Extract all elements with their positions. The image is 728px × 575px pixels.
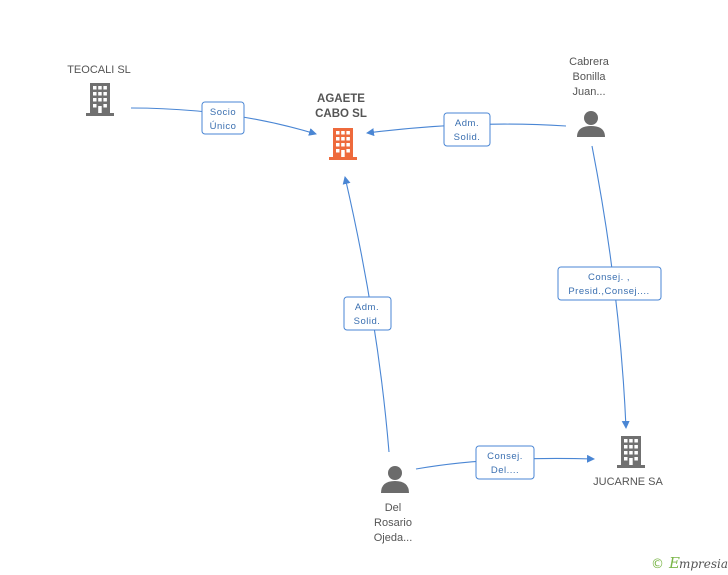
building-icon <box>86 83 114 116</box>
edge-label-cabrera-agaete[interactable]: Adm. Solid. <box>443 112 491 147</box>
node-label: JUCARNE SA <box>593 476 663 488</box>
node-label: Rosario <box>374 517 412 529</box>
building-icon <box>329 128 357 160</box>
node-label: Ojeda... <box>374 532 413 544</box>
edge-label-line: Adm. <box>355 302 379 313</box>
person-icon <box>381 466 409 493</box>
edge-label-line: Del.... <box>491 465 519 476</box>
building-icon <box>617 436 645 468</box>
edge-label-cabrera-jucarne[interactable]: Consej. , Presid.,Consej.... <box>557 266 662 301</box>
person-icon <box>577 111 605 137</box>
node-label: Juan... <box>572 86 605 98</box>
node-label: Bonilla <box>572 71 606 83</box>
brand-name: mpresia <box>679 557 728 571</box>
edge-label-delrosario-jucarne[interactable]: Consej. Del.... <box>475 445 535 480</box>
edge-label-line: Adm. <box>455 118 479 129</box>
node-label: Cabrera <box>569 56 610 68</box>
edge-label-line: Consej. <box>487 451 523 462</box>
node-label: CABO SL <box>315 108 367 120</box>
brand-logo: © E mpresia <box>651 554 728 572</box>
node-label: TEOCALI SL <box>67 64 131 76</box>
node-delrosario[interactable]: Del Rosario Ojeda... <box>374 466 413 544</box>
copyright-symbol: © <box>651 557 664 572</box>
node-label: AGAETE <box>317 93 365 105</box>
brand-initial: E <box>668 554 680 572</box>
edge-label-line: Único <box>210 121 237 132</box>
edge-label-line: Presid.,Consej.... <box>568 286 649 297</box>
edge-label-teocali-agaete[interactable]: Socio Único <box>201 101 245 135</box>
edge-label-line: Socio <box>210 107 236 118</box>
node-jucarne[interactable]: JUCARNE SA <box>593 436 663 488</box>
node-teocali[interactable]: TEOCALI SL <box>67 64 131 116</box>
node-agaete[interactable]: AGAETE CABO SL <box>315 93 367 160</box>
edge-label-line: Consej. , <box>588 272 630 283</box>
edge-label-line: Solid. <box>454 132 481 143</box>
node-label: Del <box>385 502 402 514</box>
edge-label-line: Solid. <box>354 316 381 327</box>
node-cabrera[interactable]: Cabrera Bonilla Juan... <box>569 56 610 137</box>
edge-label-delrosario-agaete[interactable]: Adm. Solid. <box>343 296 392 331</box>
